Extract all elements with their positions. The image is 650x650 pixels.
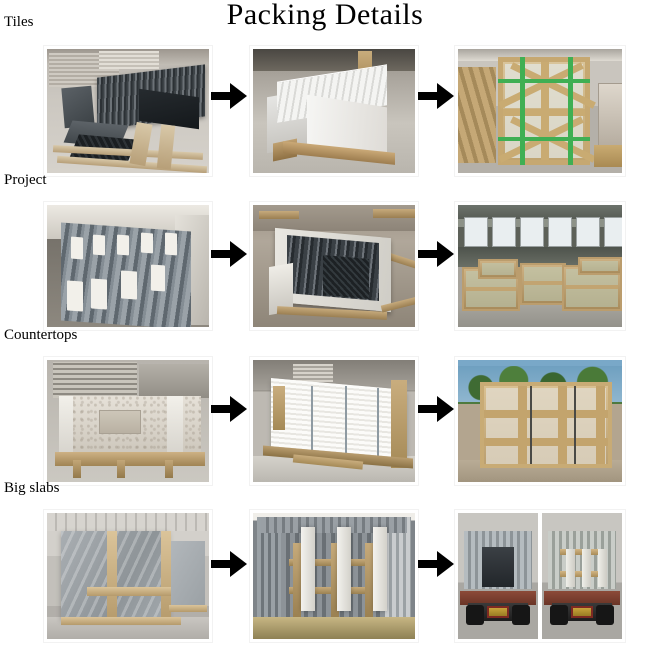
photo-project-wrapped-scene <box>253 205 415 327</box>
photo-countertop-bundles-scene <box>253 360 415 482</box>
row-label-tiles: Tiles <box>4 14 34 30</box>
photo-tiles-loose-scene <box>47 49 209 173</box>
photo-project-warehouse-scene <box>458 205 622 327</box>
photo-project-stack-scene <box>47 205 209 327</box>
row-tiles-cells <box>0 31 650 176</box>
photo-bigslabs-trucks[interactable] <box>455 510 625 642</box>
photo-tiles-wrapped[interactable] <box>250 46 418 176</box>
row-countertops-cells <box>0 344 650 485</box>
row-project: Project <box>0 172 650 330</box>
photo-project-wrapped[interactable] <box>250 202 418 330</box>
page-title: Packing Details <box>226 0 424 31</box>
row-countertops: Countertops <box>0 327 650 485</box>
row-big-slabs-cells <box>0 497 650 642</box>
arrow-project-1 <box>211 241 247 267</box>
photo-countertop-slab-scene <box>47 360 209 482</box>
row-big-slabs: Big slabs <box>0 480 650 642</box>
arrow-tiles-1 <box>211 83 247 109</box>
truck-photo-left <box>458 513 540 639</box>
photo-bigslabs-aframes-scene <box>47 513 209 639</box>
row-label-big-slabs: Big slabs <box>4 480 60 496</box>
photo-project-stack[interactable] <box>44 202 212 330</box>
photo-tiles-loose[interactable] <box>44 46 212 176</box>
arrow-countertops-1 <box>211 396 247 422</box>
photo-countertop-bundles[interactable] <box>250 357 418 485</box>
arrow-bigslabs-2 <box>418 551 454 577</box>
photo-tiles-crated[interactable] <box>455 46 625 176</box>
arrow-countertops-2 <box>418 396 454 422</box>
row-label-project: Project <box>4 172 47 188</box>
row-project-cells <box>0 189 650 330</box>
arrow-bigslabs-1 <box>211 551 247 577</box>
row-tiles: Tiles <box>0 14 650 176</box>
photo-bigslabs-container-scene <box>253 513 415 639</box>
photo-countertop-slab[interactable] <box>44 357 212 485</box>
photo-countertop-crate-scene <box>458 360 622 482</box>
arrow-tiles-2 <box>418 83 454 109</box>
photo-bigslabs-trucks-scene <box>458 513 622 639</box>
photo-tiles-crated-scene <box>458 49 622 173</box>
photo-project-warehouse[interactable] <box>455 202 625 330</box>
photo-tiles-wrapped-scene <box>253 49 415 173</box>
photo-bigslabs-aframes[interactable] <box>44 510 212 642</box>
photo-countertop-crate[interactable] <box>455 357 625 485</box>
photo-bigslabs-container[interactable] <box>250 510 418 642</box>
row-label-countertops: Countertops <box>4 327 78 343</box>
truck-photo-right <box>540 513 622 639</box>
arrow-project-2 <box>418 241 454 267</box>
